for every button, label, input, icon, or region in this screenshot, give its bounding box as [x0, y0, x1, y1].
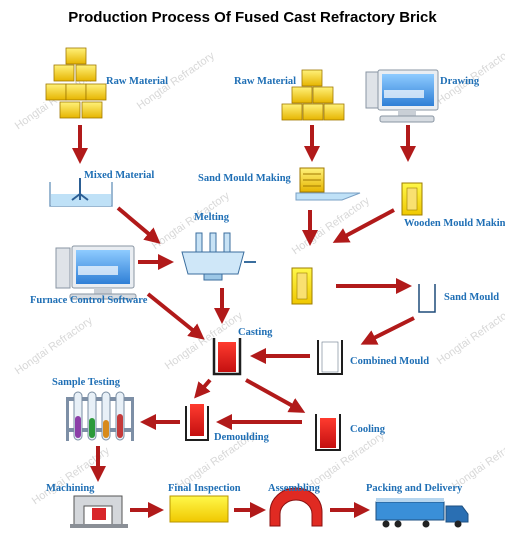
label-assembling: Assembling — [268, 483, 320, 494]
label-drawing: Drawing — [440, 76, 480, 87]
final-inspection-icon — [169, 495, 229, 523]
casting-mould-icon — [212, 338, 242, 376]
combined-mould-icon — [317, 340, 343, 375]
label-sample-testing: Sample Testing — [52, 377, 120, 388]
label-wooden-mould-making: Wooden Mould Making — [404, 218, 505, 229]
label-cooling: Cooling — [350, 424, 386, 435]
label-casting: Casting — [238, 327, 273, 338]
assembling-icon — [269, 487, 323, 527]
melting-furnace-icon — [181, 232, 256, 281]
label-final-inspection: Final Inspection — [168, 483, 241, 494]
arrow-mixed-to-melting — [116, 206, 161, 244]
label-melting: Melting — [194, 212, 229, 223]
arrow-casting-to-cooling — [245, 378, 306, 413]
sample-testing-icon — [66, 391, 134, 441]
raw-material-left-icon — [45, 47, 107, 119]
label-raw-material-right: Raw Material — [234, 76, 297, 87]
sand-mould-yellow-icon — [291, 267, 313, 305]
sand-mould-icon — [418, 284, 436, 313]
arrow-sandmould-to-combined — [360, 316, 415, 345]
label-machining: Machining — [46, 483, 95, 494]
label-demoulding: Demoulding — [214, 432, 269, 443]
sand-mould-making-icon — [295, 167, 361, 201]
demoulding-icon — [185, 404, 209, 441]
label-raw-material-left: Raw Material — [106, 76, 169, 87]
arrow-casting-to-demoulding — [194, 378, 212, 399]
furnace-control-computer-icon — [55, 245, 137, 300]
label-furnace-control-software: Furnace Control Software — [30, 295, 148, 306]
label-packing-and-delivery: Packing and Delivery — [366, 483, 463, 494]
raw-material-right-icon — [281, 69, 345, 121]
label-sand-mould-making: Sand Mould Making — [198, 173, 291, 184]
cooling-mould-icon — [315, 414, 341, 451]
arrow-software-to-casting — [146, 292, 205, 340]
label-combined-mould: Combined Mould — [350, 356, 430, 367]
wooden-mould-icon — [401, 182, 423, 216]
mixed-material-icon — [49, 178, 113, 207]
label-mixed-material: Mixed Material — [84, 170, 155, 181]
machining-icon — [70, 495, 128, 528]
delivery-truck-icon — [375, 498, 469, 528]
arrow-wooden-to-yellow — [332, 208, 395, 243]
label-sand-mould: Sand Mould — [444, 292, 500, 303]
diagram-title: Production Process Of Fused Cast Refract… — [68, 9, 437, 26]
drawing-computer-icon — [365, 69, 439, 123]
